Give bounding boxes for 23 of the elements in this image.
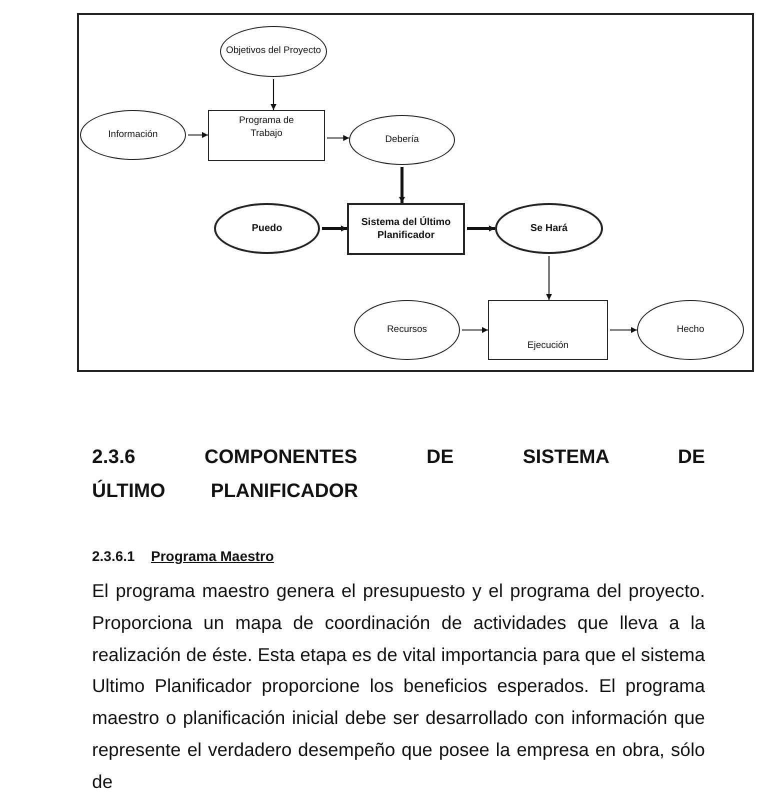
section-heading: 2.3.6 COMPONENTES DE SISTEMA DE ÚLTIMO PLANIFICADOR <box>92 445 705 504</box>
subsection-heading: Programa Maestro <box>151 548 274 564</box>
ellipse-node: Puedo <box>214 203 320 254</box>
body-paragraph: El programa maestro genera el presupuesto y el programa del proyecto. Proporciona un mapa de coordinación de actividades que lleva a la realización de éste. Esta etapa es de vital importancia para que el sistema Ultimo Planificador proporcione los beneficios esperados. El programa maestro o planificación inicial debe ser desarrollado con información que represente el verdadero desempeño que posee la empresa en obra, sólo de <box>92 579 705 794</box>
arrow <box>327 135 350 141</box>
process-box: Ejecución <box>488 300 608 360</box>
ellipse-node: Objetivos del Proyecto <box>220 26 327 77</box>
arrow <box>610 327 637 333</box>
process-box: Programa de Trabajo <box>208 110 325 161</box>
ellipse-node: Hecho <box>637 300 744 360</box>
arrow <box>322 226 347 232</box>
ellipse-node: Se Hará <box>495 203 603 254</box>
ellipse-node: Recursos <box>354 300 460 360</box>
process-box: Sistema del Último Planificador <box>347 203 465 255</box>
arrow <box>399 167 405 203</box>
arrow <box>462 327 488 333</box>
arrow <box>467 226 495 232</box>
ellipse-node: Información <box>80 110 186 160</box>
arrow <box>546 256 552 300</box>
subsection-number: 2.3.6.1 <box>92 548 135 564</box>
ellipse-node: Debería <box>349 115 455 165</box>
arrow <box>188 132 208 138</box>
arrow <box>270 79 276 110</box>
